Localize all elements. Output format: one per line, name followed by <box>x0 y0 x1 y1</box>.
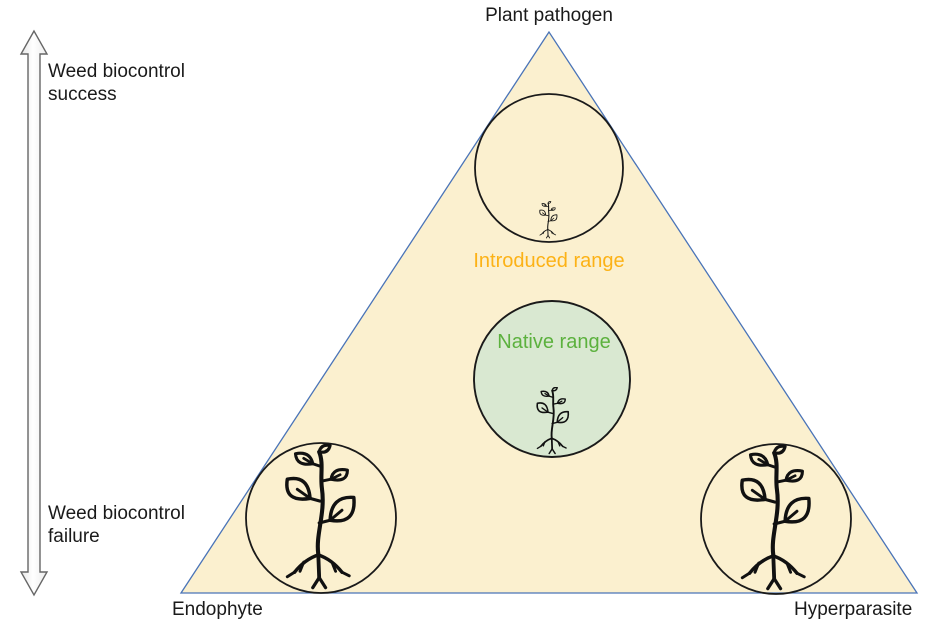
label-weed-biocontrol-failure: Weed biocontrol failure <box>48 503 185 547</box>
introduced-range-circle <box>474 93 624 243</box>
label-hyperparasite: Hyperparasite <box>794 599 913 620</box>
hyperparasite-corner-circle <box>700 443 852 595</box>
vertical-double-arrow-icon <box>19 29 49 597</box>
label-endophyte: Endophyte <box>172 599 263 620</box>
native-range-circle <box>473 300 631 458</box>
label-plant-pathogen: Plant pathogen <box>485 5 613 26</box>
endophyte-corner-circle <box>245 442 397 594</box>
label-weed-biocontrol-success: Weed biocontrol success <box>48 61 185 105</box>
label-native-range: Native range <box>497 331 611 353</box>
label-introduced-range: Introduced range <box>473 250 625 272</box>
